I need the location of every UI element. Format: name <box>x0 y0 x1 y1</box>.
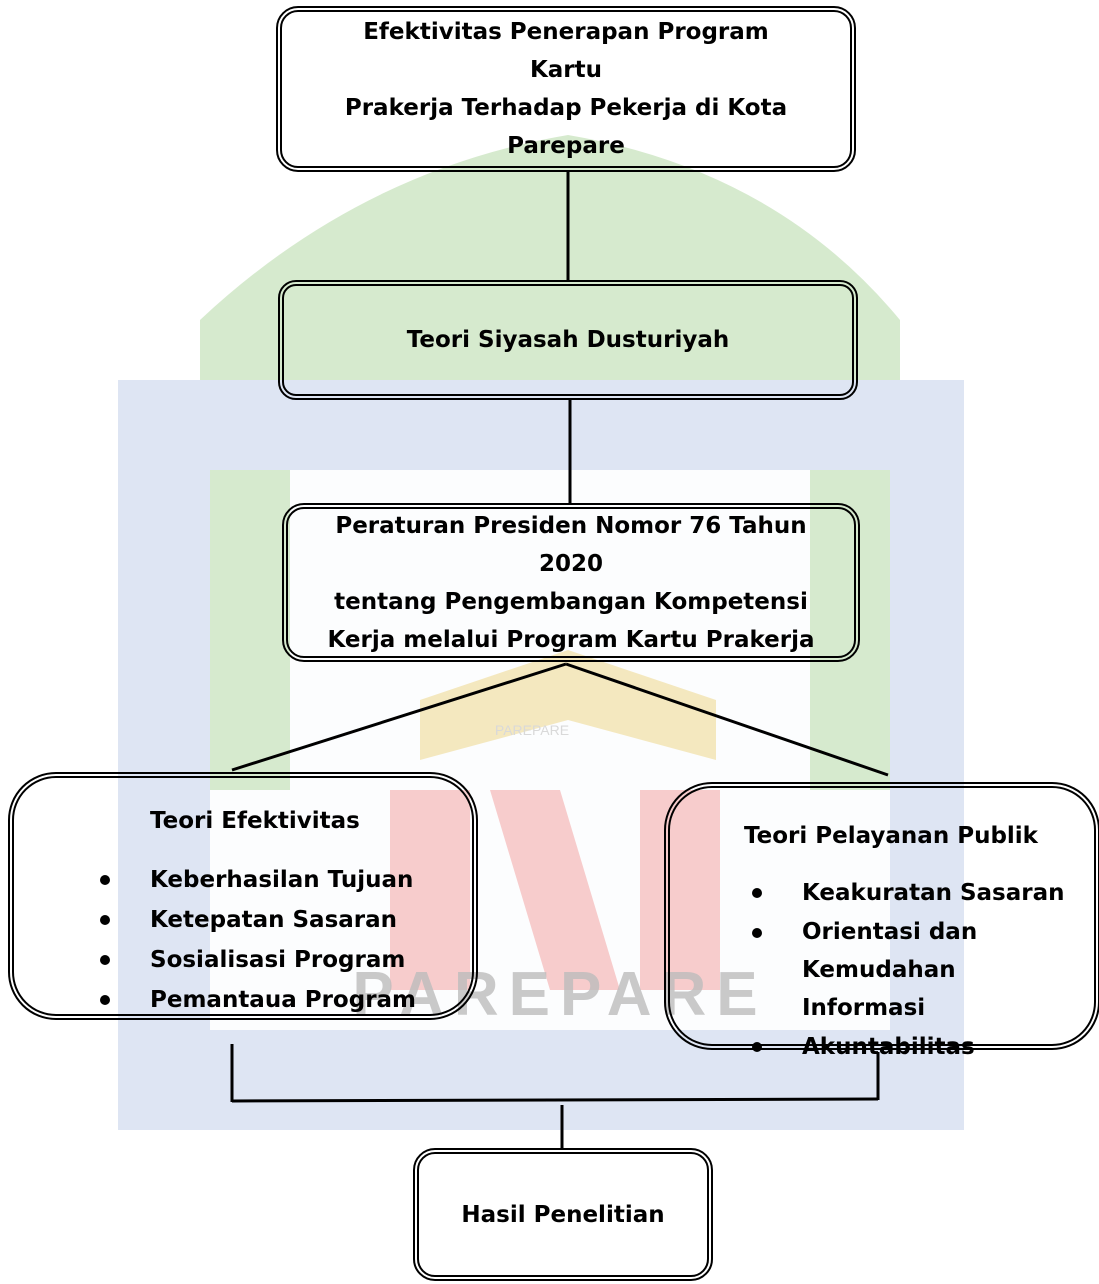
regulation-line-3: Kerja melalui Program Kartu Prakerja <box>327 626 815 653</box>
watermark-green-pillar-left <box>210 470 290 790</box>
theory-box: Teori Siyasah Dusturiyah <box>278 280 858 400</box>
public-service-indicator-list: Keakuratan Sasaran Orientasi dan Kemudah… <box>752 873 1082 1067</box>
regulation-box: Peraturan Presiden Nomor 76 Tahun 2020 t… <box>282 503 860 662</box>
watermark-small-text: PAREPARE <box>495 722 569 738</box>
title-line-3: Parepare <box>507 133 625 159</box>
effectiveness-theory-box: Teori Efektivitas Keberhasilan Tujuan Ke… <box>8 772 478 1020</box>
research-result-box: Hasil Penelitian <box>413 1148 713 1281</box>
connector-horizontal-join <box>231 1097 879 1103</box>
effectiveness-indicator-item: Sosialisasi Program <box>100 940 416 980</box>
title-line-2: Prakerja Terhadap Pekerja di Kota <box>344 95 788 121</box>
connector-regulation-to-right <box>565 662 889 777</box>
effectiveness-indicator-item: Keberhasilan Tujuan <box>100 860 416 900</box>
watermark-red-letters <box>390 790 720 990</box>
title-box-text: Efektivitas Penerapan Program Kartu Prak… <box>331 13 801 165</box>
regulation-box-text: Peraturan Presiden Nomor 76 Tahun 2020 t… <box>301 507 841 659</box>
theory-box-label: Teori Siyasah Dusturiyah <box>406 327 730 353</box>
regulation-line-2: tentang Pengembangan Kompetensi <box>334 588 808 615</box>
effectiveness-theory-heading: Teori Efektivitas <box>150 808 360 834</box>
public-service-theory-box: Teori Pelayanan Publik Keakuratan Sasara… <box>664 782 1099 1060</box>
connector-regulation-to-left <box>231 662 567 772</box>
public-service-indicator-item: Keakuratan Sasaran <box>752 873 1082 913</box>
public-service-indicator-item: Akuntabilitas <box>752 1027 1082 1067</box>
effectiveness-indicator-list: Keberhasilan Tujuan Ketepatan Sasaran So… <box>100 860 416 1020</box>
research-result-label: Hasil Penelitian <box>461 1201 665 1228</box>
effectiveness-indicator-item: Pemantaua Program <box>100 980 416 1020</box>
regulation-line-1: Peraturan Presiden Nomor 76 Tahun 2020 <box>335 512 807 577</box>
effectiveness-indicator-item: Ketepatan Sasaran <box>100 900 416 940</box>
watermark-yellow-book <box>420 650 716 760</box>
watermark-green-arch <box>200 135 900 380</box>
title-line-1: Efektivitas Penerapan Program Kartu <box>363 19 769 83</box>
title-box: Efektivitas Penerapan Program Kartu Prak… <box>276 6 856 172</box>
public-service-theory-heading: Teori Pelayanan Publik <box>744 823 1038 849</box>
public-service-indicator-item: Orientasi dan Kemudahan Informasi <box>752 913 1082 1027</box>
